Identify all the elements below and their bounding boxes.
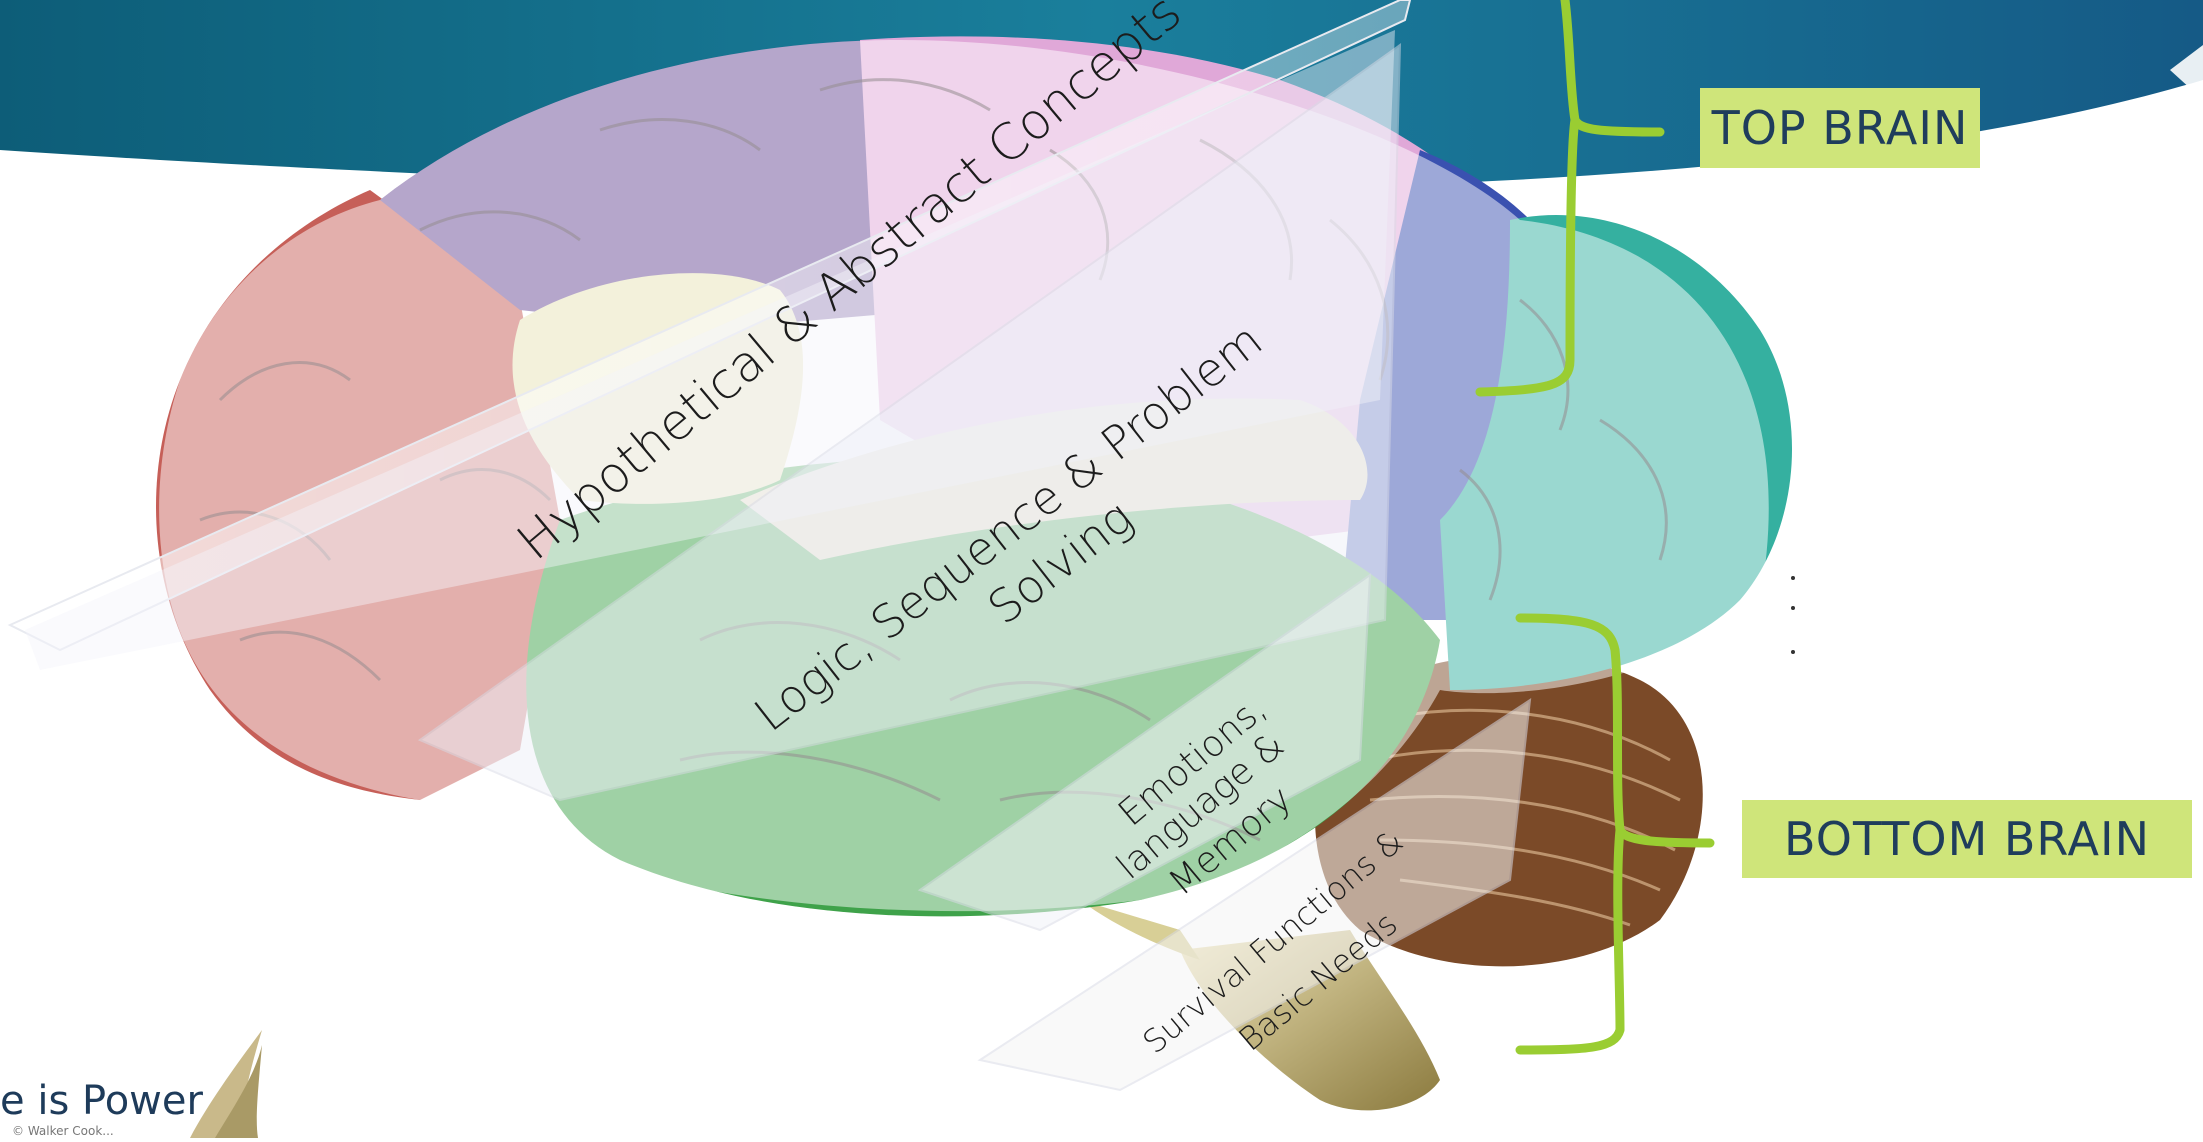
logo-text: e is Power bbox=[0, 1078, 203, 1124]
edge-marks bbox=[1791, 576, 1795, 654]
bottom-brain-label: BOTTOM BRAIN bbox=[1742, 800, 2192, 878]
top-brain-label-text: TOP BRAIN bbox=[1712, 101, 1969, 155]
top-brain-label: TOP BRAIN bbox=[1700, 88, 1980, 168]
bottom-brain-label-text: BOTTOM BRAIN bbox=[1784, 812, 2150, 866]
logo-subtext: © Walker Cook... bbox=[12, 1124, 114, 1138]
